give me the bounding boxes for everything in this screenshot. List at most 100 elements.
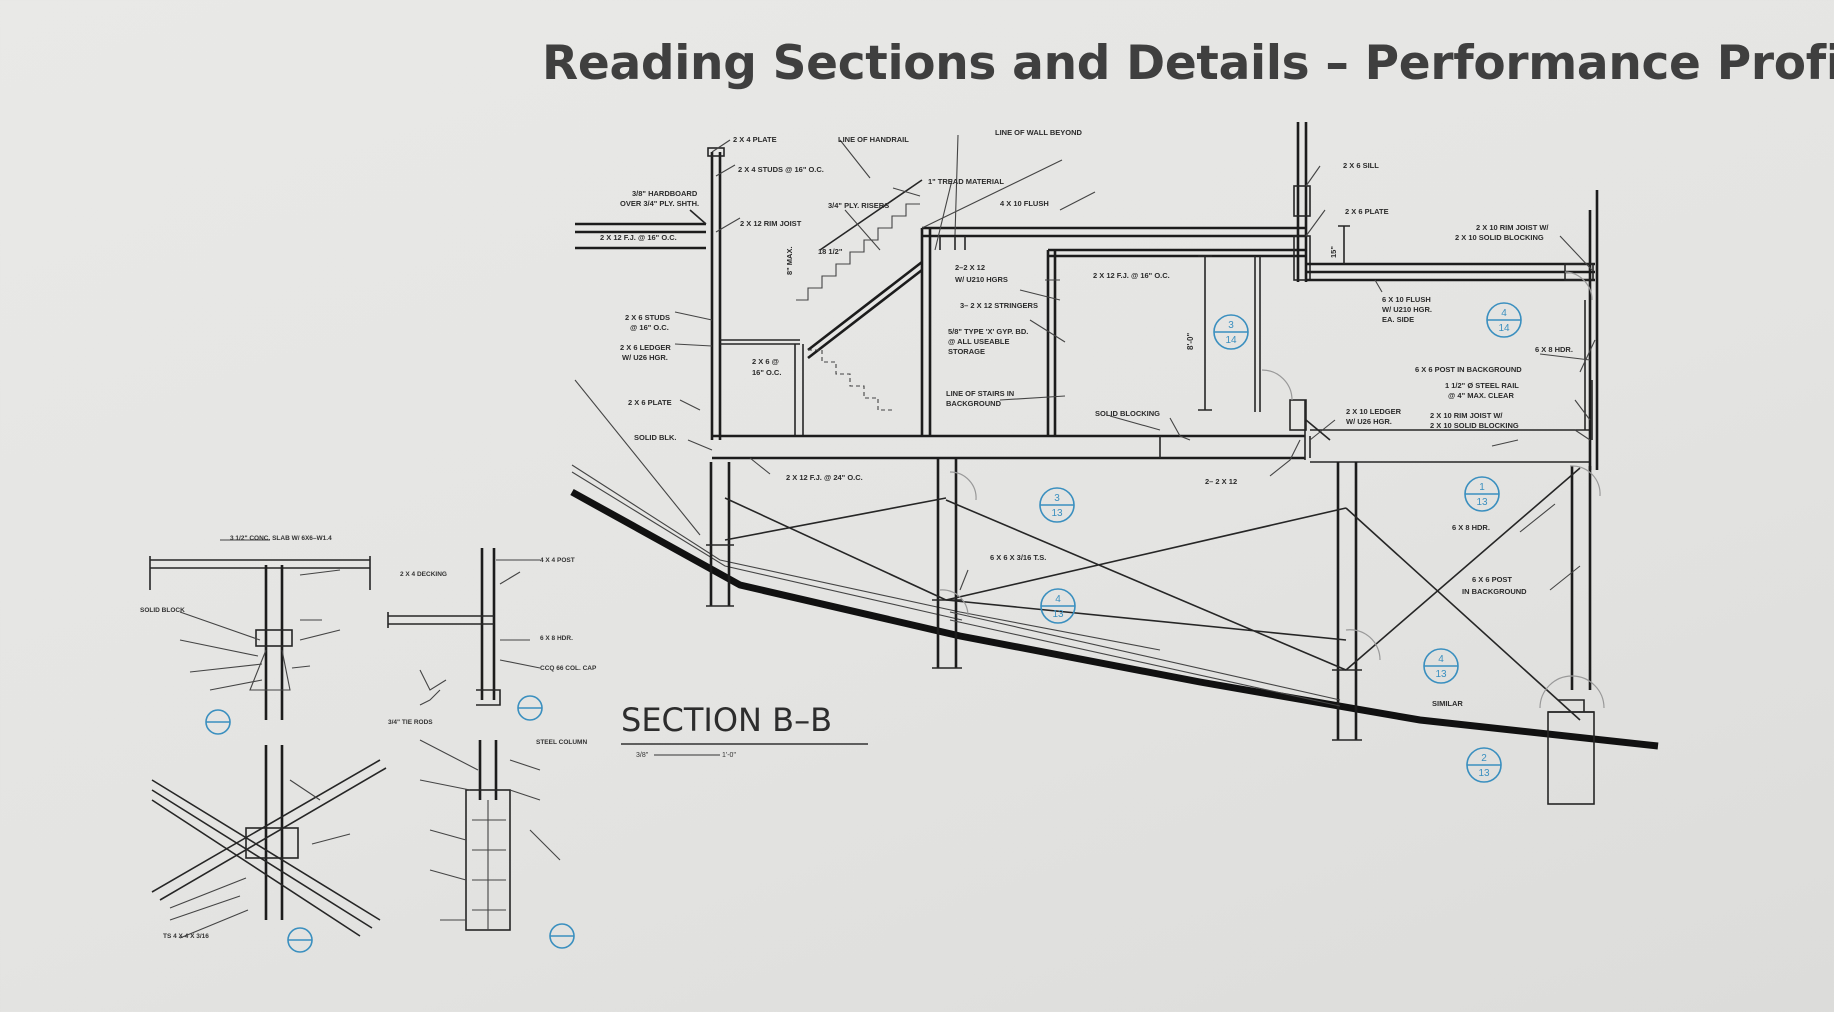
svg-text:13: 13	[1476, 497, 1488, 508]
section-title-block: SECTION B–B 3/8" 1'-0"	[621, 701, 868, 759]
detail-bubble-small[interactable]	[549, 923, 575, 949]
label-ledger-2x10-1: 2 X 10 LEDGER	[1346, 407, 1402, 416]
stair-stringer	[807, 260, 923, 360]
detail-label-2: 2 X 4 DECKING	[400, 571, 447, 578]
detail-label-3: 4 X 4 POST	[540, 557, 575, 564]
label-gyp-3: STORAGE	[948, 347, 985, 356]
slide-title: Reading Sections and Details – Performan…	[542, 36, 1834, 91]
label-hdr-6x8-b: 6 X 8 HDR.	[1452, 523, 1490, 532]
svg-text:3: 3	[1228, 320, 1234, 331]
label-gyp-1: 5/8" TYPE 'X' GYP. BD.	[948, 327, 1028, 336]
left-wall	[710, 152, 722, 440]
diagonal-brace-2	[949, 611, 1341, 707]
label-stairs-bg-1: LINE OF STAIRS IN	[946, 389, 1014, 398]
post-2	[936, 458, 958, 668]
detail-bubble-small[interactable]	[517, 695, 543, 721]
detail-bubble[interactable]: 414	[1486, 302, 1522, 338]
wall-8ft-dims	[1198, 255, 1212, 411]
svg-text:4: 4	[1501, 308, 1507, 319]
rim-joist	[720, 339, 800, 345]
label-stud-2x6-at-1: 2 X 6 @	[752, 357, 779, 366]
cross-bracing	[724, 467, 1581, 721]
label-flush-6x10-2: W/ U210 HGR.	[1382, 305, 1432, 314]
slope-line-2	[571, 471, 963, 621]
post-1	[709, 462, 731, 606]
label-rim-2x10-2: 2 X 10 SOLID BLOCKING	[1455, 233, 1544, 242]
mid-wall-lines	[1254, 256, 1261, 412]
label-hardboard-2: OVER 3/4" PLY. SHTH.	[620, 199, 699, 208]
ledger-2x10	[1305, 419, 1331, 441]
upper-floor-left	[575, 222, 706, 250]
post-3	[1336, 462, 1358, 740]
stair-steps-lower	[808, 349, 892, 411]
detail-bubble[interactable]: 313	[1039, 487, 1075, 523]
callout-arc-7	[1564, 271, 1593, 301]
section-title: SECTION B–B	[621, 701, 832, 739]
detail-column-cap: 3 1/2" CONC. SLAB W/ 6X6–W1.4 SOLID BLOC…	[140, 535, 371, 735]
label-fj-2x12-top: 2 X 12 F.J. @ 16" O.C.	[600, 233, 677, 242]
svg-text:4: 4	[1055, 594, 1061, 605]
hardboard-leader	[689, 209, 707, 225]
svg-text:13: 13	[1478, 768, 1490, 779]
dim-15	[1338, 225, 1350, 264]
label-post-6x6-2: IN BACKGROUND	[1462, 587, 1527, 596]
detail-label-5: CCQ 66 COL. CAP	[540, 665, 597, 672]
svg-text:1: 1	[1479, 482, 1485, 493]
svg-text:13: 13	[1051, 508, 1063, 519]
scale-right: 1'-0"	[722, 752, 736, 759]
upper-floor-mid	[922, 226, 1305, 258]
label-stringers: 3– 2 X 12 STRINGERS	[960, 301, 1038, 310]
label-max: 8" MAX.	[785, 246, 794, 275]
detail-brace-connection: TS 4 X 4 X 3/16	[151, 745, 387, 953]
right-deck-top	[1306, 262, 1595, 282]
label-post-bg: 6 X 6 POST IN BACKGROUND	[1415, 365, 1522, 374]
label-tread-material: 1" TREAD MATERIAL	[928, 177, 1004, 186]
detail-label-8: TS 4 X 4 X 3/16	[163, 933, 209, 940]
label-stud-2x6-at-2: 16" O.C.	[752, 368, 781, 377]
label-studs-2x6-2: @ 16" O.C.	[630, 323, 669, 332]
label-dim-15: 15"	[1329, 246, 1338, 258]
label-studs-2x4: 2 X 4 STUDS @ 16" O.C.	[738, 165, 824, 174]
slope-line-1	[571, 464, 1161, 651]
callout-arc-3	[1345, 629, 1381, 661]
label-sill-2x6: 2 X 6 SILL	[1343, 161, 1379, 170]
label-flush-6x10-1: 6 X 10 FLUSH	[1382, 295, 1431, 304]
label-line-wall-beyond: LINE OF WALL BEYOND	[995, 128, 1083, 137]
label-stairs-bg-2: BACKGROUND	[946, 399, 1002, 408]
ledger-block	[1289, 399, 1307, 431]
label-riser-dim: 18 1/2"	[818, 247, 843, 256]
label-ledger-2x6-1: 2 X 6 LEDGER	[620, 343, 671, 352]
detail-bubble[interactable]: 113	[1464, 476, 1500, 512]
floor-rim-right	[1159, 400, 1311, 460]
left-inner-studs	[794, 344, 804, 436]
label-hardboard-1: 3/8" HARDBOARD	[632, 189, 698, 198]
svg-text:14: 14	[1225, 335, 1237, 346]
stair-steps-upper	[796, 203, 920, 301]
label-hdr-6x8-a: 6 X 8 HDR.	[1535, 345, 1573, 354]
right-posts-top	[1588, 190, 1599, 470]
label-hgrs-2: W/ U210 HGRS	[955, 275, 1008, 284]
label-rim-2x10-1: 2 X 10 RIM JOIST W/	[1476, 223, 1549, 232]
callout-arc-4	[1569, 465, 1601, 497]
detail-bubble[interactable]: 413	[1423, 648, 1459, 684]
detail-bubble[interactable]: 213	[1466, 747, 1502, 783]
detail-footing: 3/4" TIE RODS STEEL COLUMN	[388, 719, 587, 949]
label-fj-2x12-bottom: 2 X 12 F.J. @ 24" O.C.	[786, 473, 863, 482]
right-rail	[1584, 300, 1593, 440]
detail-bubble-small[interactable]	[205, 709, 231, 735]
scale-left: 3/8"	[636, 752, 649, 759]
label-gyp-2: @ ALL USEABLE	[948, 337, 1009, 346]
detail-bubble-small[interactable]	[287, 927, 313, 953]
callout-arc-6	[1261, 369, 1293, 401]
label-rail-2: @ 4" MAX. CLEAR	[1448, 391, 1514, 400]
detail-bubble[interactable]: 413	[1040, 588, 1076, 624]
detail-bubble[interactable]: 314	[1213, 314, 1249, 350]
label-similar: SIMILAR	[1432, 699, 1463, 708]
right-deck-joist	[1310, 429, 1590, 463]
label-ledger-2x6-2: W/ U26 HGR.	[622, 353, 668, 362]
label-line-handrail: LINE OF HANDRAIL	[838, 135, 909, 144]
callout-arc-1	[949, 471, 977, 501]
floor-joist-main	[712, 434, 1305, 460]
right-sill-block	[1293, 185, 1311, 217]
